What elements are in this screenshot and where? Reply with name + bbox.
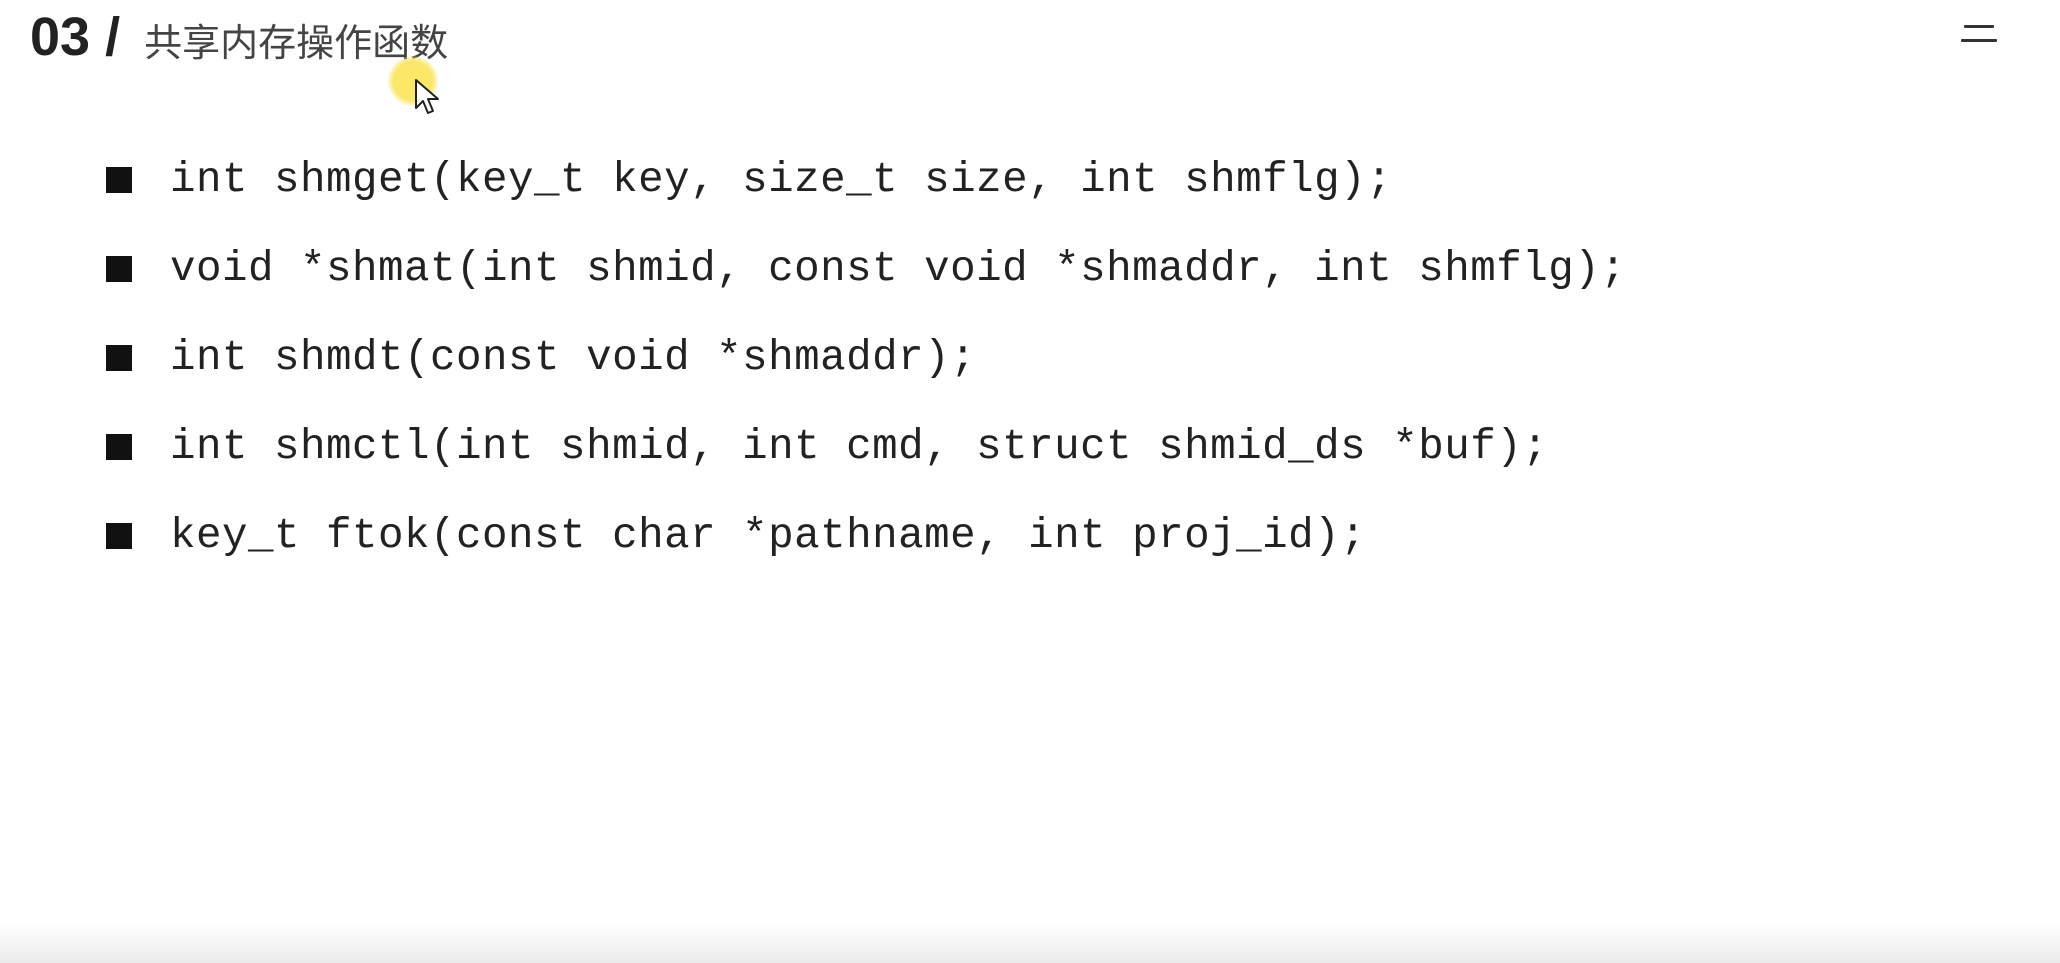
square-bullet-icon (106, 434, 132, 460)
square-bullet-icon (106, 345, 132, 371)
function-item: int shmctl(int shmid, int cmd, struct sh… (0, 409, 2060, 498)
function-list: int shmget(key_t key, size_t size, int s… (0, 142, 2060, 587)
function-item: void *shmat(int shmid, const void *shmad… (0, 231, 2060, 320)
mouse-pointer-icon (415, 79, 439, 114)
function-signature: int shmget(key_t key, size_t size, int s… (170, 156, 1393, 204)
section-title: 共享内存操作函数 (144, 20, 449, 65)
square-bullet-icon (106, 256, 132, 282)
square-bullet-icon (106, 167, 132, 193)
function-item: int shmget(key_t key, size_t size, int s… (0, 142, 2060, 231)
function-signature: void *shmat(int shmid, const void *shmad… (170, 245, 1627, 293)
menu-icon-bar-bottom (1961, 39, 1997, 42)
function-item: key_t ftok(const char *pathname, int pro… (0, 498, 2060, 587)
function-signature: key_t ftok(const char *pathname, int pro… (170, 512, 1367, 560)
section-number: 03 / (30, 7, 121, 67)
function-signature: int shmdt(const void *shmaddr); (170, 334, 977, 382)
menu-icon[interactable] (1958, 22, 1998, 46)
menu-icon-bar-top (1964, 25, 1994, 28)
bottom-edge (0, 923, 2060, 963)
square-bullet-icon (106, 523, 132, 549)
function-signature: int shmctl(int shmid, int cmd, struct sh… (170, 423, 1549, 471)
function-item: int shmdt(const void *shmaddr); (0, 320, 2060, 409)
slide-header: 03 / 共享内存操作函数 (30, 6, 448, 68)
